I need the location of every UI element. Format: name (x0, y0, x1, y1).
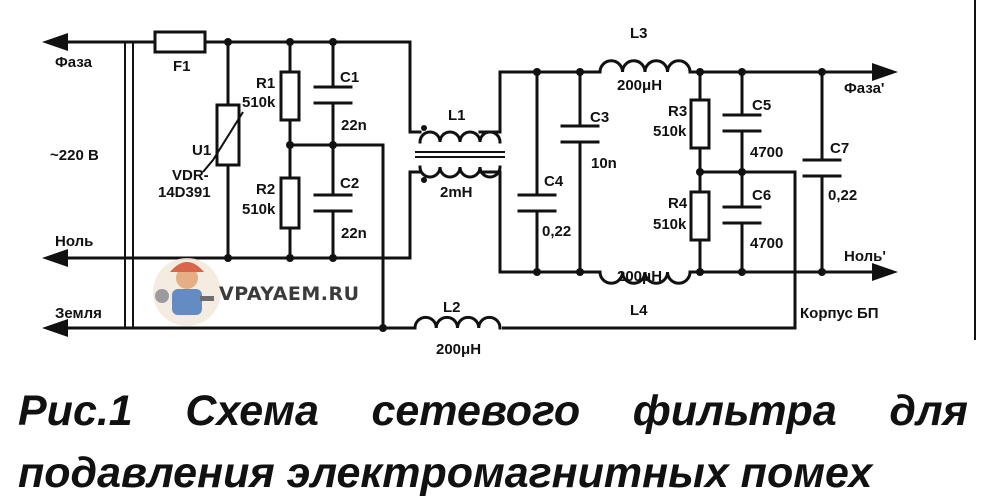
capacitor-c4 (517, 193, 557, 213)
label-r2-value: 510k (242, 201, 276, 218)
label-u1: U1 (192, 142, 211, 159)
label-mains: ~220 В (50, 147, 99, 164)
label-c7: C7 (830, 140, 849, 157)
label-c5: C5 (752, 97, 771, 114)
label-c1: C1 (340, 69, 359, 86)
label-l4-value: 200μH (617, 268, 662, 285)
label-phase-in: Фаза (55, 54, 93, 71)
capacitor-c3 (560, 124, 600, 144)
label-r4-value: 510k (653, 216, 687, 233)
label-u1-part-b: 14D391 (158, 184, 211, 201)
capacitor-c2 (313, 193, 353, 213)
label-c2: C2 (340, 175, 359, 192)
arrow-phase-in (42, 33, 68, 51)
resistor-r4 (689, 190, 711, 242)
label-l2-value: 200μH (436, 341, 481, 358)
label-r2: R2 (256, 181, 275, 198)
arrow-neutral-in (42, 249, 68, 267)
label-r1-value: 510k (242, 94, 276, 111)
fuse-f1 (153, 30, 207, 54)
label-chassis: Корпус БП (800, 305, 879, 322)
arrow-ground-in (42, 319, 68, 337)
resistor-r2 (279, 176, 301, 230)
inductor-l3 (598, 59, 692, 74)
capacitor-c1 (313, 85, 353, 105)
junction-dots (224, 38, 826, 332)
label-c5-value: 4700 (750, 144, 783, 161)
resistor-r3 (689, 98, 711, 150)
inductor-l2 (413, 315, 502, 330)
label-l3: L3 (630, 25, 648, 42)
schematic: Фаза ~220 В Ноль Земля Фаза' Ноль' Корпу… (42, 0, 976, 358)
label-c3-value: 10n (591, 155, 617, 172)
capacitor-c5 (722, 113, 762, 133)
watermark-text: VPAYAEM.RU (219, 283, 360, 305)
label-l1: L1 (448, 107, 466, 124)
label-l2: L2 (443, 299, 461, 316)
capacitor-c6 (722, 205, 762, 225)
label-neutral-out: Ноль' (844, 248, 886, 265)
label-ground: Земля (55, 305, 102, 322)
label-c1-value: 22n (341, 117, 367, 134)
figure-caption-line2: подавления электромагнитных помех (18, 449, 873, 497)
label-r3: R3 (668, 103, 687, 120)
arrow-phase-out (872, 63, 898, 81)
figure-caption-line1: Рис.1 Схема сетевого фильтра для (18, 387, 968, 435)
label-c6: C6 (752, 187, 771, 204)
label-c4: C4 (544, 173, 564, 190)
capacitor-c7 (802, 158, 842, 178)
label-c2-value: 22n (341, 225, 367, 242)
terminal-arrows (42, 33, 898, 337)
label-u1-part-a: VDR- (172, 167, 209, 184)
inductor-l4 (598, 270, 692, 285)
label-r3-value: 510k (653, 123, 687, 140)
choke-l1 (408, 125, 505, 183)
label-r1: R1 (256, 75, 275, 92)
label-neutral-in: Ноль (55, 233, 93, 250)
watermark-logo-icon (153, 258, 221, 326)
label-l3-value: 200μH (617, 77, 662, 94)
label-l1-value: 2mH (440, 184, 473, 201)
label-c6-value: 4700 (750, 235, 783, 252)
label-c3: C3 (590, 109, 609, 126)
label-f1: F1 (173, 58, 191, 75)
label-c7-value: 0,22 (828, 187, 857, 204)
label-c4-value: 0,22 (542, 223, 571, 240)
resistor-r1 (279, 70, 301, 122)
label-r4: R4 (668, 195, 688, 212)
arrow-neutral-out (872, 263, 898, 281)
varistor-u1 (202, 103, 244, 173)
label-phase-out: Фаза' (844, 80, 885, 97)
label-l4: L4 (630, 302, 648, 319)
